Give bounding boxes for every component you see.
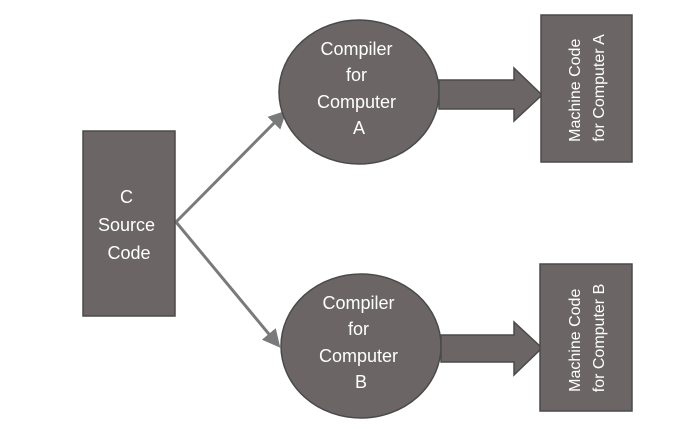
source-line-2: Source	[98, 215, 155, 235]
connector-source-to-compiler-b	[174, 221, 281, 348]
source-line-3: Code	[107, 243, 150, 263]
source-code-box: C Source Code	[82, 130, 176, 317]
compiler-a-line-3: Computer	[317, 92, 396, 112]
machine-code-b-line-1: Machine Code	[567, 289, 584, 392]
compiler-a-line-4: A	[353, 118, 365, 138]
compiler-b-line-2: for	[348, 319, 369, 339]
compiler-b-line-1: Compiler	[322, 293, 394, 313]
connector-source-to-compiler-a	[174, 110, 287, 224]
machine-code-b-box: Machine Code for Computer B	[539, 263, 633, 412]
compiler-b-line-4: B	[355, 372, 367, 392]
machine-code-a-label: Machine Code for Computer A	[567, 34, 608, 142]
machine-code-a-line-1: Machine Code	[567, 39, 584, 142]
compiler-a-node: Compiler for Computer A	[278, 19, 440, 165]
compiler-a-line-2: for	[346, 65, 367, 85]
compiler-a-line-1: Compiler	[320, 39, 392, 59]
source-code-label: C Source Code	[98, 187, 160, 263]
compiler-a-label: Compiler for Computer A	[317, 39, 401, 138]
source-line-1: C	[120, 187, 133, 207]
block-arrow-b	[440, 320, 544, 377]
block-arrow-a	[438, 66, 544, 123]
machine-code-b-line-2: for Computer B	[591, 284, 608, 392]
compiler-b-node: Compiler for Computer B	[280, 273, 442, 419]
machine-code-b-label: Machine Code for Computer B	[567, 284, 608, 392]
compiler-b-line-3: Computer	[319, 346, 398, 366]
machine-code-a-box: Machine Code for Computer A	[540, 14, 633, 163]
compiler-b-label: Compiler for Computer B	[319, 293, 403, 392]
machine-code-a-line-2: for Computer A	[591, 34, 608, 142]
